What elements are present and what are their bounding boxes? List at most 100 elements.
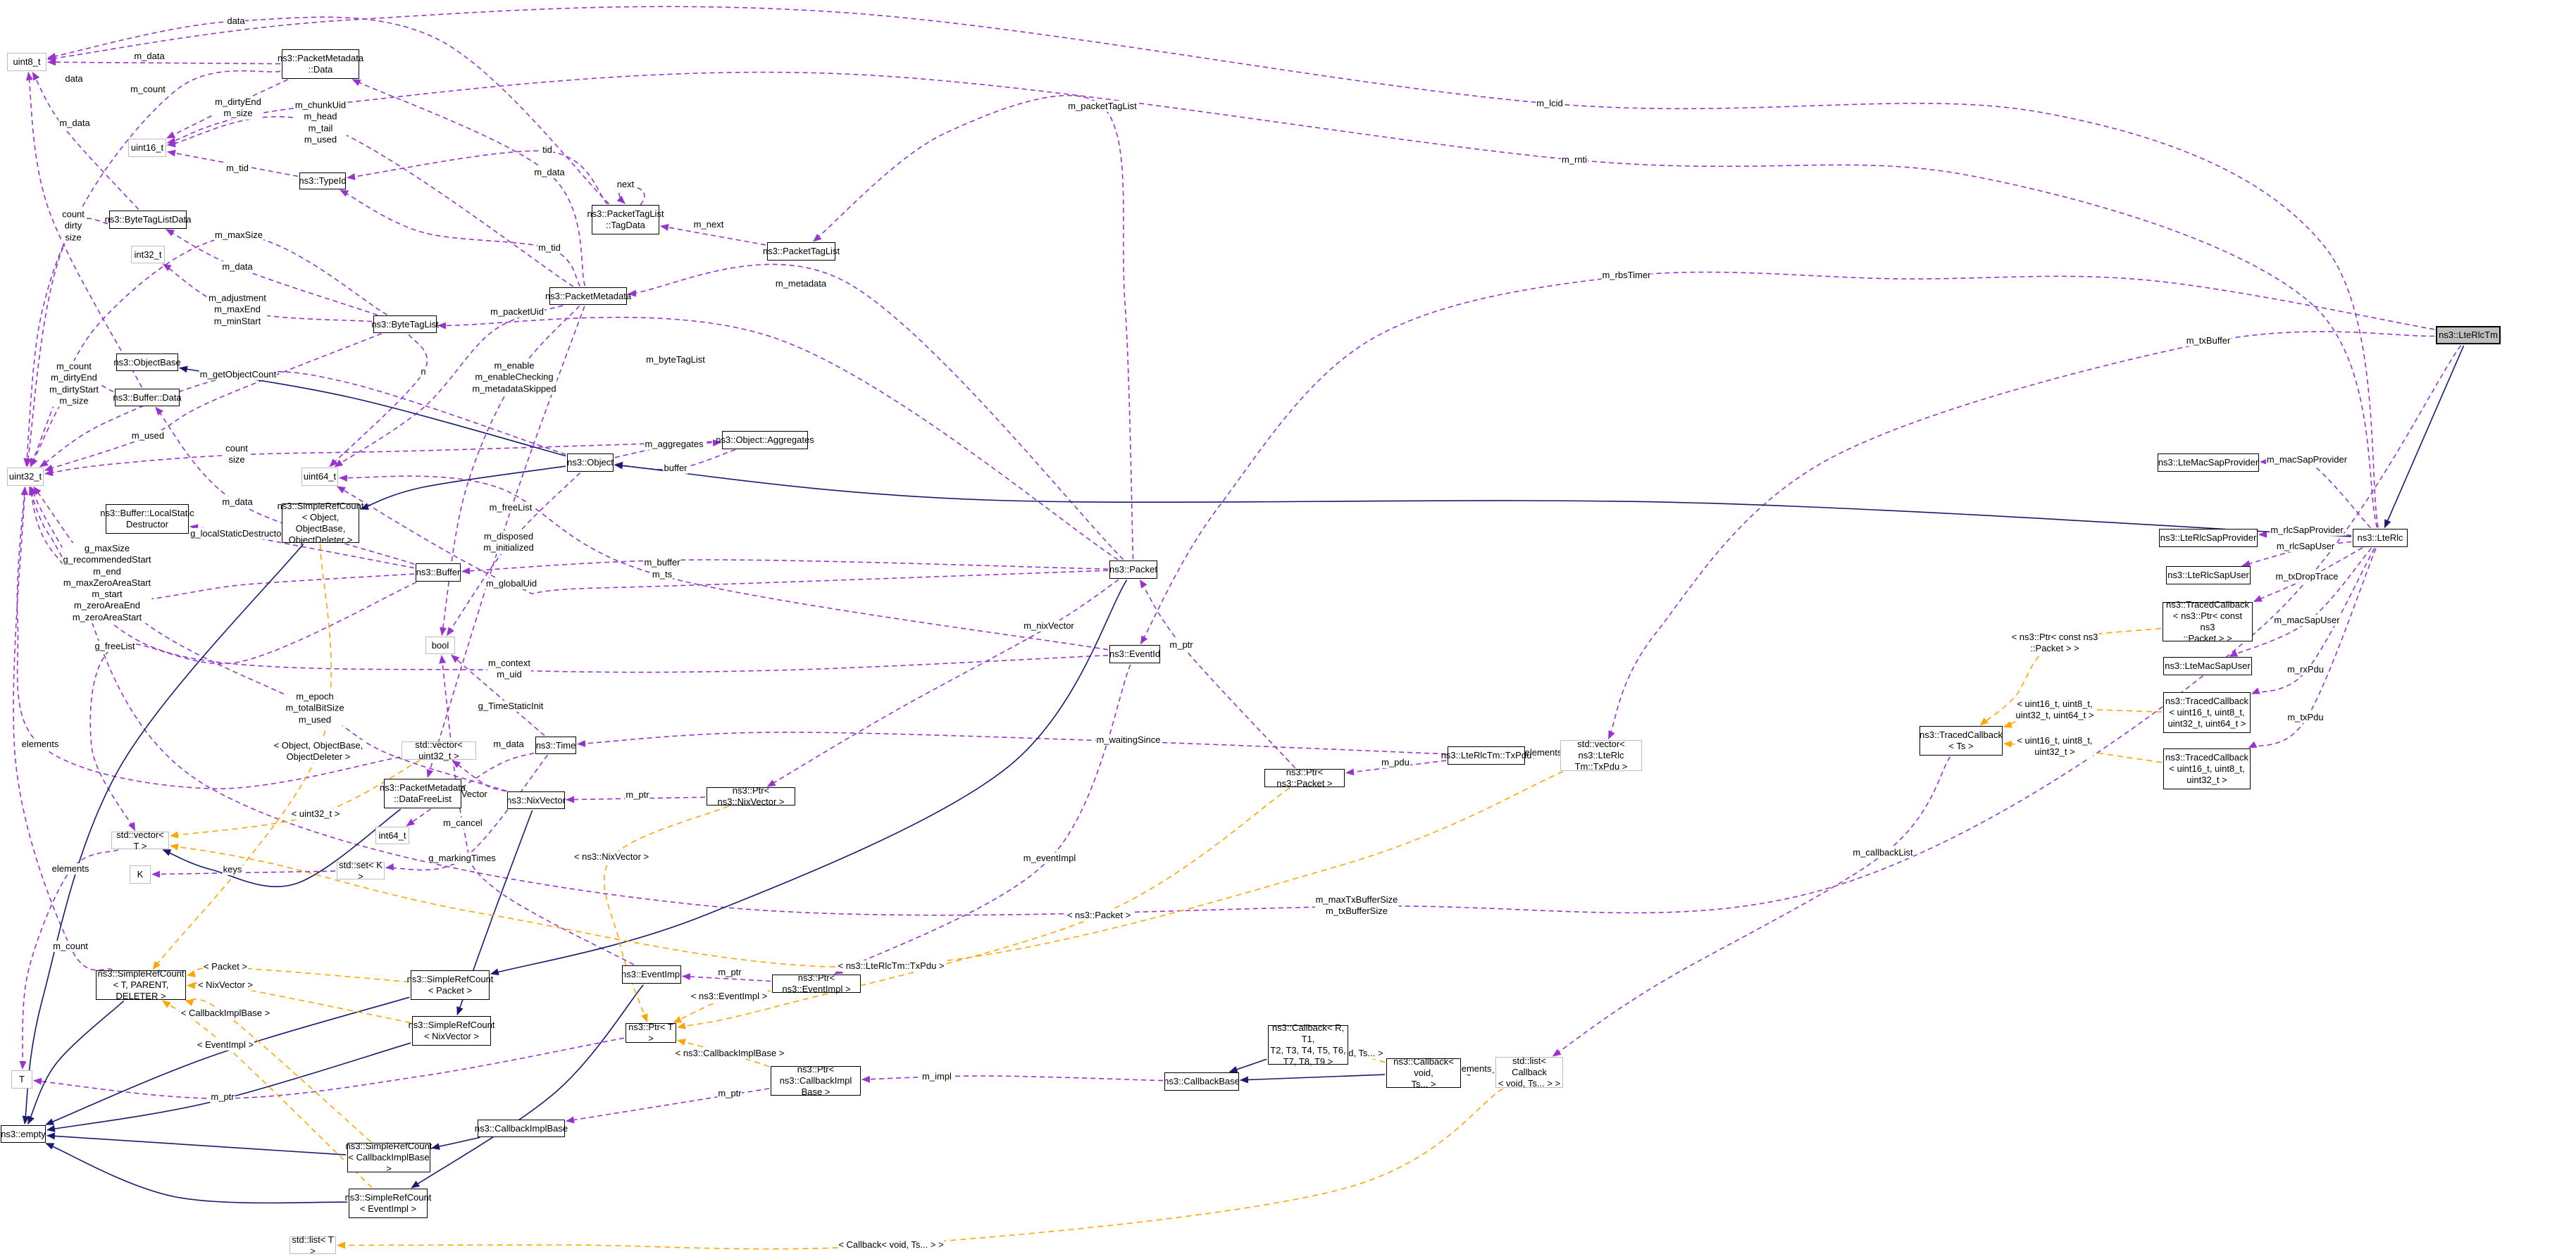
node-ptr_packet[interactable]: ns3::Ptr< ns3::Packet >	[1264, 767, 1345, 789]
node-pmd_data[interactable]: ns3::PacketMetadata ::Data	[278, 49, 363, 79]
node-ptr_eventimpl[interactable]: ns3::Ptr< ns3::EventImpl >	[772, 972, 861, 994]
node-src_tpd[interactable]: ns3::SimpleRefCount < T, PARENT, DELETER…	[96, 968, 186, 1001]
node-time[interactable]: ns3::Time	[535, 737, 576, 754]
edge-label-btl-uint32_t: m_used	[130, 430, 166, 442]
node-ltemacsapprov[interactable]: ns3::LteMacSapProvider	[2158, 453, 2259, 472]
edge-src_ei-src_tpd	[162, 1000, 373, 1189]
node-label-vec_txpdu: std::vector< ns3::LteRlc Tm::TxPdu >	[1574, 739, 1628, 772]
edge-label-vec_u32-uint32_t: elements	[20, 738, 60, 751]
node-lterlcsapprov[interactable]: ns3::LteRlcSapProvider	[2159, 529, 2258, 547]
node-label-pmd_data: ns3::PacketMetadata ::Data	[277, 53, 364, 75]
edge-label-txpdu-ptr_packet: m_pdu	[1381, 756, 1410, 769]
edge-cbbase-ptr_cib	[861, 1075, 1164, 1083]
node-lterlc[interactable]: ns3::LteRlc	[2353, 529, 2408, 547]
edge-lterlctm-uint32_t	[30, 345, 2462, 916]
edge-pmd-typeid	[340, 189, 581, 287]
node-packet[interactable]: ns3::Packet	[1109, 560, 1157, 579]
node-lsd[interactable]: ns3::Buffer::LocalStatic Destructor	[100, 504, 194, 534]
edge-label-time-set_k: g_markingTimes	[428, 852, 497, 865]
node-eventimpl[interactable]: ns3::EventImpl	[621, 965, 682, 984]
node-objbase[interactable]: ns3::ObjectBase	[113, 353, 181, 371]
node-label-bufdata: ns3::Buffer::Data	[113, 392, 182, 403]
node-btl[interactable]: ns3::ByteTagList	[371, 315, 439, 333]
edge-label-typeid-uint16_t: m_tid	[225, 162, 249, 175]
edge-lterlc-uint16_t	[166, 71, 2378, 528]
node-tc_ts[interactable]: ns3::TracedCallback < Ts >	[1919, 726, 2003, 756]
node-src_packet[interactable]: ns3::SimpleRefCount < Packet >	[407, 970, 493, 1000]
node-lterlcsapuser[interactable]: ns3::LteRlcSapUser	[2166, 566, 2251, 584]
edge-txpdu-time	[577, 732, 1447, 755]
node-label-src_packet: ns3::SimpleRefCount < Packet >	[406, 974, 494, 996]
edge-label-time-int64_t: m_data	[492, 738, 525, 751]
node-empty[interactable]: ns3::empty	[1, 1125, 46, 1143]
edge-packet-uint64_t	[337, 486, 1109, 594]
node-cbbase[interactable]: ns3::CallbackBase	[1164, 1072, 1240, 1091]
node-aggregates[interactable]: ns3::Object::Aggregates	[716, 431, 814, 449]
node-label-buffer: ns3::Buffer	[416, 567, 461, 578]
node-cb_void[interactable]: ns3::Callback< void, Ts... >	[1386, 1056, 1461, 1089]
node-ptr_cib[interactable]: ns3::Ptr< ns3::CallbackImpl Base >	[771, 1064, 861, 1097]
edge-label-object-uint32_t: m_getObjectCount	[199, 368, 278, 381]
edge-label-tc_4-tc_ts: < uint16_t, uint8_t, uint32_t, uint64_t …	[2015, 698, 2095, 722]
node-eventid[interactable]: ns3::EventId	[1109, 645, 1160, 663]
node-src_cib[interactable]: ns3::SimpleRefCount < CallbackImplBase >	[346, 1141, 433, 1174]
node-ptr_nixvec[interactable]: ns3::Ptr< ns3::NixVector >	[707, 785, 795, 807]
edge-label-cbbase-ptr_cib: m_impl	[921, 1070, 952, 1083]
edge-lterlctm-lterlc	[2384, 345, 2465, 529]
edge-label-eventid-ptr_eventimpl: m_eventImpl	[1022, 852, 1077, 865]
node-tc_3[interactable]: ns3::TracedCallback < uint16_t, uint8_t,…	[2163, 748, 2251, 789]
node-label-uint8_t: uint8_t	[13, 56, 41, 68]
node-ptr_t[interactable]: ns3::Ptr< T >	[626, 1022, 676, 1044]
node-src_obj[interactable]: ns3::SimpleRefCount < Object, ObjectBase…	[278, 501, 364, 545]
edge-label-btl-btld: m_data	[221, 261, 254, 273]
edge-btl-uint32_t	[30, 235, 388, 468]
edge-src_packet-src_tpd	[187, 967, 410, 983]
node-txpdu[interactable]: ns3::LteRlcTm::TxPdu	[1441, 746, 1531, 765]
node-label-objbase: ns3::ObjectBase	[113, 356, 181, 368]
edge-btl-uint64_t	[329, 334, 428, 468]
node-label-object: ns3::Object	[567, 457, 614, 468]
node-tc_pkt[interactable]: ns3::TracedCallback < ns3::Ptr< const ns…	[2163, 599, 2253, 644]
edge-eventid-uint64_t	[339, 475, 1109, 651]
edge-label-lterlctm-eventid: m_rbsTimer	[1601, 269, 1652, 282]
node-label-vec_t: std::vector< T >	[116, 829, 164, 851]
node-object[interactable]: ns3::Object	[567, 453, 614, 472]
node-tc_4[interactable]: ns3::TracedCallback < uint16_t, uint8_t,…	[2163, 692, 2251, 733]
node-int32_t: int32_t	[131, 246, 165, 263]
node-src_ei[interactable]: ns3::SimpleRefCount < EventImpl >	[345, 1189, 431, 1218]
edge-label-src_cib-src_tpd: < CallbackImplBase >	[180, 1007, 271, 1020]
node-label-cb_r: ns3::Callback< R, T1, T2, T3, T4, T5, T6…	[1270, 1022, 1346, 1067]
edge-label-pmd_data-uint16_t: m_dirtyEnd m_size	[214, 96, 262, 120]
node-pmd[interactable]: ns3::PacketMetadata	[545, 287, 631, 305]
node-label-tc_ts: ns3::TracedCallback < Ts >	[1919, 729, 2003, 751]
node-label-lterlcsapuser: ns3::LteRlcSapUser	[2167, 570, 2249, 581]
edge-label-bufdata-uint8_t: m_data	[58, 117, 91, 130]
node-typeid[interactable]: ns3::TypeId	[299, 173, 347, 189]
node-cib[interactable]: ns3::CallbackImplBase	[475, 1120, 568, 1137]
node-label-txpdu: ns3::LteRlcTm::TxPdu	[1441, 750, 1532, 761]
edge-label-pmd-bool: m_enable m_enableChecking m_metadataSkip…	[471, 360, 557, 395]
node-k: K	[130, 865, 151, 884]
edge-packet-buffer	[461, 559, 1109, 575]
node-nixvec[interactable]: ns3::NixVector	[506, 791, 566, 809]
node-label-src_obj: ns3::SimpleRefCount < Object, ObjectBase…	[277, 501, 364, 545]
node-dfl[interactable]: ns3::PacketMetadata ::DataFreeList	[380, 779, 466, 808]
edge-ptr_packet-ptr_t	[677, 787, 1290, 1029]
edge-label-ptl-ptl_tagdata: m_next	[692, 218, 725, 231]
node-label-k: K	[137, 869, 144, 880]
node-ptl_tagdata[interactable]: ns3::PacketTagList ::TagData	[587, 205, 664, 234]
edge-ptl-ptl_tagdata	[660, 224, 766, 246]
node-ptl[interactable]: ns3::PacketTagList	[763, 242, 840, 261]
node-btld[interactable]: ns3::ByteTagListData	[105, 211, 191, 229]
node-cb_r[interactable]: ns3::Callback< R, T1, T2, T3, T4, T5, T6…	[1268, 1022, 1348, 1067]
node-label-src_tpd: ns3::SimpleRefCount < T, PARENT, DELETER…	[97, 968, 185, 1001]
edge-label-btld-uint32_t: count dirty size	[61, 208, 85, 244]
edge-label-eventid-uint64_t: m_ts	[651, 568, 673, 581]
node-buffer[interactable]: ns3::Buffer	[416, 563, 461, 582]
node-ltemacsapuser[interactable]: ns3::LteMacSapUser	[2163, 657, 2252, 675]
edge-eventimpl-src_ei	[411, 984, 644, 1189]
node-label-uint16_t: uint16_t	[130, 142, 164, 154]
node-bufdata[interactable]: ns3::Buffer::Data	[113, 389, 182, 406]
node-src_nixvec[interactable]: ns3::SimpleRefCount < NixVector >	[409, 1016, 494, 1046]
